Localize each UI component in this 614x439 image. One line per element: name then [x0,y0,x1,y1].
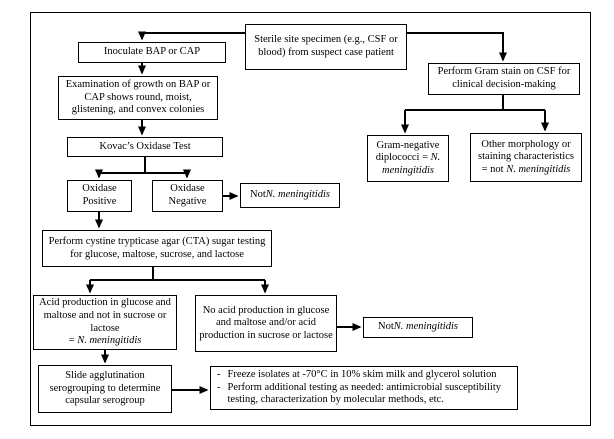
node-no-acid-production-label: No acid production in glucose and maltos… [199,304,333,341]
node-kovac-oxidase-test-label: Kovac’s Oxidase Test [99,140,191,152]
node-no-acid-production: No acid production in glucose and maltos… [195,295,337,352]
node-slide-agglutination: Slide agglutination serogrouping to dete… [38,365,172,413]
freeze-bullet-item-2: - Perform additional testing as needed: … [215,382,513,407]
node-gram-stain-label: Perform Gram stain on CSF for clinical d… [437,66,571,90]
node-gram-negative-diplococci-species: N. meningitidis [382,152,441,176]
node-sterile-specimen: Sterile site specimen (e.g., CSF or bloo… [245,24,407,70]
node-examination-growth-label: Examination of growth on BAP or CAP show… [65,79,211,116]
node-sterile-specimen-label: Sterile site specimen (e.g., CSF or bloo… [254,34,398,58]
bullet-dash-2: - [217,381,221,393]
node-other-morphology-text: Other morphology or staining characteris… [478,138,574,175]
diagram-border [30,12,591,426]
node-gram-stain: Perform Gram stain on CSF for clinical d… [428,63,580,95]
node-acid-production-positive-result: = N. meningitidis [69,335,142,348]
node-other-morphology-label: Other morphology or staining characteris… [474,139,578,177]
node-not-meningitidis-oxidase-prefix: Not [250,189,266,201]
node-oxidase-negative: Oxidase Negative [152,180,223,212]
freeze-bullet-item-1-text: Freeze isolates at -70°C in 10% skim mil… [227,369,497,381]
node-inoculate-bap-cap: Inoculate BAP or CAP [78,42,226,63]
node-not-meningitidis-cta: Not N. meningitidis [363,317,473,338]
node-acid-production-species: N. meningitidis [77,335,142,347]
node-cta-sugar-testing: Perform cystine trypticase agar (CTA) su… [42,230,272,267]
node-oxidase-positive: Oxidase Positive [67,180,132,212]
node-other-morphology: Other morphology or staining characteris… [470,133,582,182]
node-not-meningitidis-cta-prefix: Not [378,321,394,333]
node-freeze-isolates: - Freeze isolates at -70°C in 10% skim m… [210,366,518,410]
node-acid-production-positive-text: Acid production in glucose and maltose a… [39,297,171,334]
node-acid-production-equals: = [68,335,78,347]
node-inoculate-bap-cap-label: Inoculate BAP or CAP [103,46,201,58]
node-slide-agglutination-label: Slide agglutination serogrouping to dete… [49,370,161,407]
node-not-meningitidis-cta-species: N. meningitidis [393,321,458,333]
node-cta-sugar-testing-label: Perform cystine trypticase agar (CTA) su… [48,235,266,260]
arrow-sterile-to-inoculate [138,31,245,41]
node-kovac-oxidase-test: Kovac’s Oxidase Test [67,137,223,157]
node-oxidase-negative-label: Oxidase Negative [168,183,207,207]
node-not-meningitidis-oxidase: Not N. meningitidis [240,183,340,208]
node-gram-negative-diplococci: Gram-negative diplococci = N. meningitid… [367,135,449,182]
node-gram-negative-diplococci-label: Gram-negative diplococci = N. meningitid… [371,140,445,178]
bullet-dash-1: - [217,369,221,381]
node-gram-negative-diplococci-text: Gram-negative diplococci = [375,139,440,164]
node-not-meningitidis-oxidase-species: N. meningitidis [265,189,330,201]
arrow-sterile-to-gramstain [407,32,507,62]
freeze-bullet-item-2-text: Perform additional testing as needed: an… [227,381,502,406]
node-oxidase-positive-label: Oxidase Positive [82,183,117,207]
node-other-morphology-species: N. meningitidis [506,163,571,175]
freeze-bullet-item-1: - Freeze isolates at -70°C in 10% skim m… [215,369,497,382]
node-acid-production-positive: Acid production in glucose and maltose a… [33,295,177,350]
node-examination-growth: Examination of growth on BAP or CAP show… [58,76,218,120]
